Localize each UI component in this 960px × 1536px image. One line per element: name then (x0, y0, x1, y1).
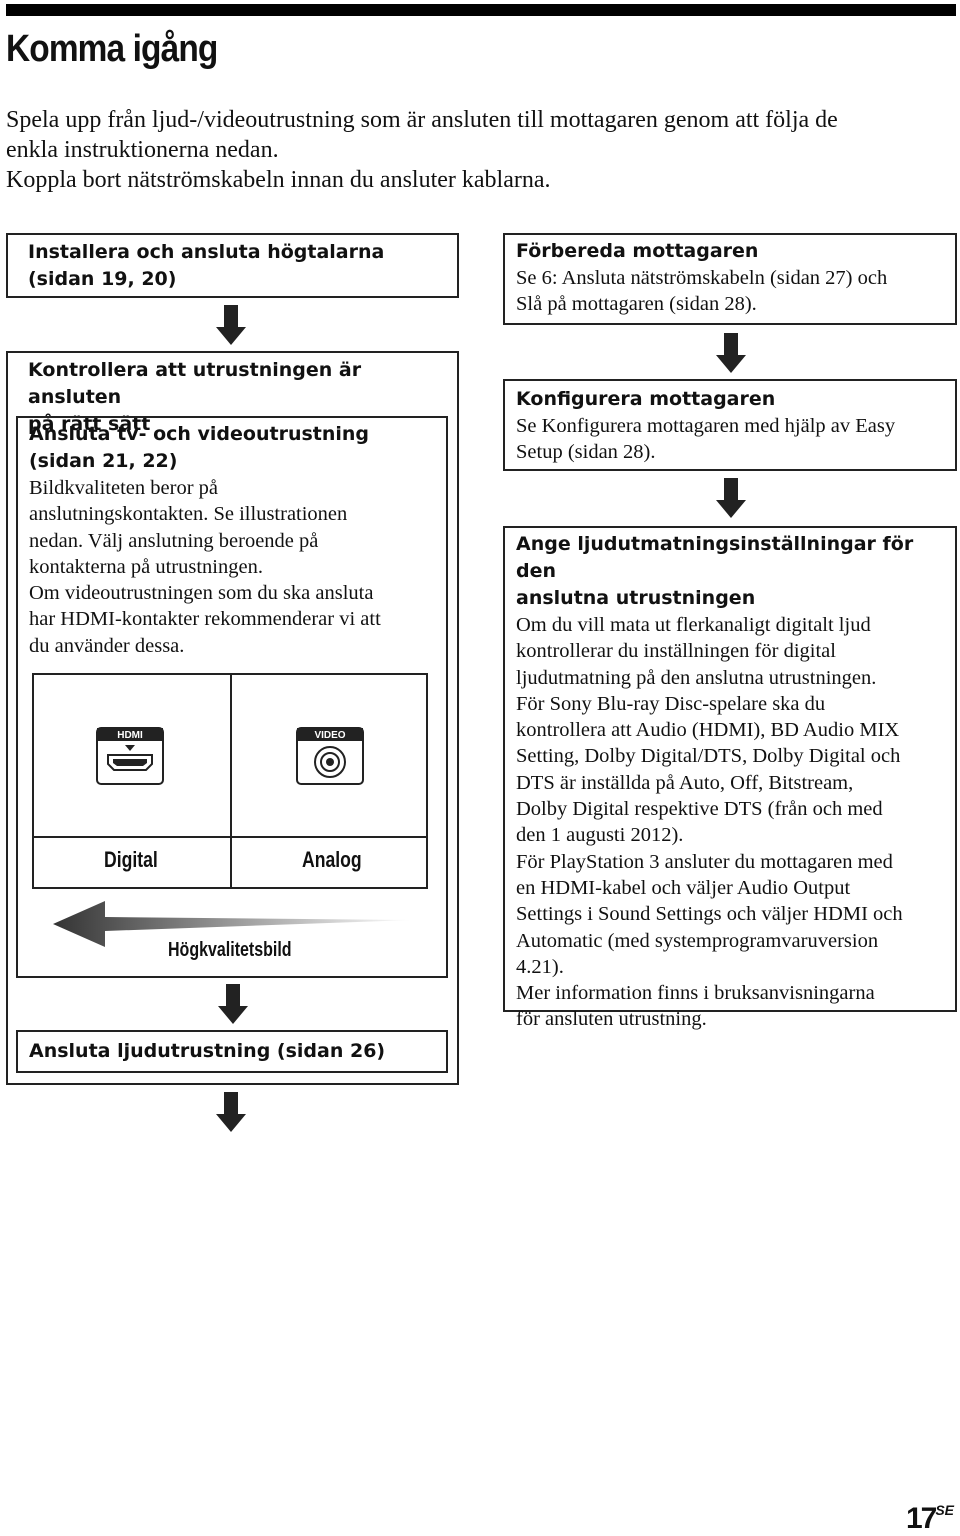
hdmi-port-icon: HDMI (96, 727, 164, 785)
analog-label: Analog (302, 847, 362, 872)
body-line: Mer information finns i bruksanvisningar… (516, 982, 875, 1005)
down-arrow-icon (716, 478, 746, 518)
step-prepare-receiver: Förbereda mottagaren Se 6: Ansluta nätst… (503, 233, 957, 325)
quality-label: Högkvalitetsbild (168, 939, 292, 961)
body-line: en HDMI-kabel och väljer Audio Output (516, 876, 851, 899)
video-label: VIDEO (314, 730, 345, 741)
body-line: Se 6: Ansluta nätströmskabeln (sidan 27)… (516, 267, 888, 289)
quality-arrow-icon (53, 901, 413, 947)
down-arrow-icon (716, 333, 746, 373)
body-line: nedan. Välj anslutning beroende på (29, 529, 319, 552)
step-heading: (sidan 19, 20) (28, 268, 177, 290)
body-line: kontakterna på utrustningen. (29, 555, 263, 578)
step-heading: Ansluta ljudutrustning (sidan 26) (29, 1040, 386, 1062)
page-number-value: 17 (905, 1502, 937, 1535)
step-heading: Installera och ansluta högtalarna (28, 241, 385, 263)
substep-heading: Ansluta tv- och videoutrustning (29, 423, 370, 445)
body-line: Om videoutrustningen som du ska ansluta (29, 582, 374, 605)
connector-diagram: HDMI VIDEO Digital Analog (32, 673, 428, 889)
step-heading: på rätt sätt (28, 413, 151, 435)
body-line: Bildkvaliteten beror på (29, 477, 218, 499)
body-line: 4.21). (516, 955, 564, 978)
down-arrow-icon (218, 984, 248, 1024)
body-line: Automatic (med systemprogramvaruversion (516, 929, 879, 952)
body-line: Se Konfigurera mottagaren med hjälp av E… (516, 415, 896, 437)
body-line: anslutningskontakten. Se illustrationen (29, 503, 348, 526)
body-line: Dolby Digital respektive DTS (från och m… (516, 798, 883, 821)
intro-line: enkla instruktionerna nedan. (6, 137, 279, 163)
body-line: Om du vill mata ut flerkanaligt digitalt… (516, 614, 871, 636)
page-number-suffix: SE (935, 1502, 954, 1518)
video-port-icon: VIDEO (296, 727, 364, 785)
body-line: Setting, Dolby Digital/DTS, Dolby Digita… (516, 745, 901, 768)
step-heading: Konfigurera mottagaren (516, 388, 776, 410)
body-line: den 1 augusti 2012). (516, 824, 684, 847)
body-line: för ansluten utrustning. (516, 1008, 707, 1031)
step-heading: anslutna utrustningen (516, 587, 756, 609)
intro-line: Koppla bort nätströmskabeln innan du ans… (6, 167, 551, 193)
step-configure-receiver: Konfigurera mottagaren Se Konfigurera mo… (503, 379, 957, 471)
step-connect-audio: Ansluta ljudutrustning (sidan 26) (16, 1030, 448, 1073)
intro-text: Spela upp från ljud-/videoutrustning som… (6, 105, 946, 195)
intro-line: Spela upp från ljud-/videoutrustning som… (6, 107, 838, 133)
step-heading: Förbereda mottagaren (516, 240, 759, 262)
body-line: ljudutmatning på den anslutna utrustning… (516, 666, 877, 689)
body-line: har HDMI-kontakter rekommenderar vi att (29, 608, 381, 631)
body-line: Settings i Sound Settings och väljer HDM… (516, 903, 903, 926)
body-line: För Sony Blu-ray Disc-spelare ska du (516, 692, 826, 715)
digital-label: Digital (104, 847, 158, 872)
step-check-connection: Kontrollera att utrustningen är ansluten… (6, 351, 459, 1085)
down-arrow-icon (216, 305, 246, 345)
step-heading: Kontrollera att utrustningen är ansluten (28, 359, 362, 408)
hdmi-label: HDMI (117, 730, 143, 741)
step-install-speakers: Installera och ansluta högtalarna (sidan… (6, 233, 459, 298)
page-number: 17SE (906, 1502, 954, 1536)
body-line: För PlayStation 3 ansluter du mottagaren… (516, 850, 893, 873)
page-title: Komma igång (6, 28, 218, 70)
top-rule (6, 4, 956, 16)
step-audio-output-settings: Ange ljudutmatningsinställningar för den… (503, 526, 957, 1030)
step-heading: Ange ljudutmatningsinställningar för den (516, 533, 914, 582)
down-arrow-icon (216, 1092, 246, 1132)
substep-connect-tv-video: Ansluta tv- och videoutrustning (sidan 2… (16, 416, 448, 978)
body-line: kontrollerar du inställningen för digita… (516, 640, 836, 663)
body-line: Setup (sidan 28). (516, 441, 656, 464)
body-line: Slå på mottagaren (sidan 28). (516, 293, 757, 316)
substep-heading: (sidan 21, 22) (29, 450, 178, 472)
body-line: DTS är inställda på Auto, Off, Bitstream… (516, 771, 854, 794)
body-line: kontrollera att Audio (HDMI), BD Audio M… (516, 719, 900, 742)
body-line: du använder dessa. (29, 634, 185, 657)
